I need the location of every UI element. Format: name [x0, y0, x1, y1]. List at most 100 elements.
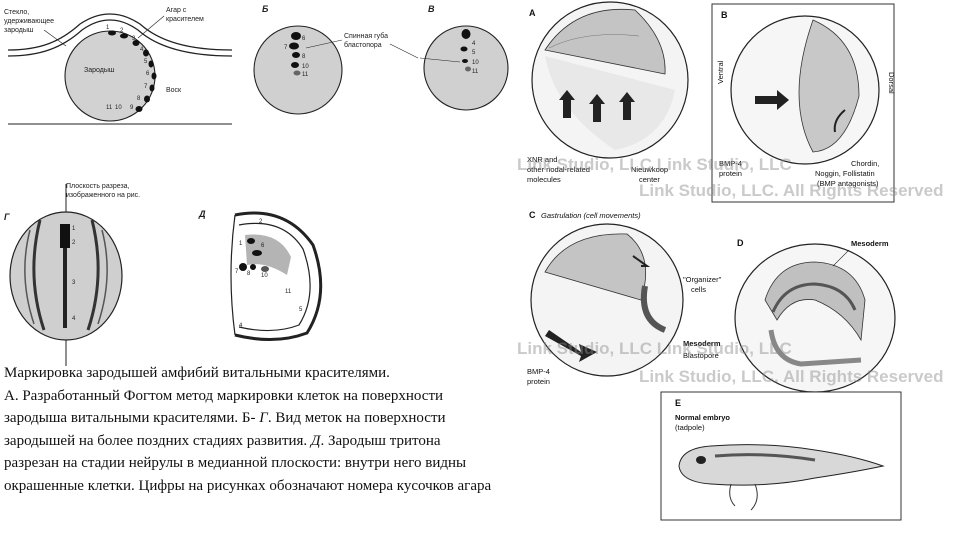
svg-text:8: 8	[137, 96, 141, 102]
panel-b-embryo: Б 6 7 8 10 11 Спинная губа бластопора	[253, 4, 419, 115]
right-figure: A XNR and other nodal-related molecules …	[517, 1, 943, 521]
label-bmp-2: protein	[719, 169, 742, 178]
panel-d-section: Д 1 2 4 5 6 7 8 10 11	[198, 209, 323, 342]
right-panel-e-letter: E	[675, 398, 681, 408]
svg-text:10: 10	[115, 105, 122, 111]
svg-text:6: 6	[302, 36, 306, 42]
svg-text:6: 6	[146, 71, 150, 77]
label-lip-2: бластопора	[344, 41, 382, 49]
mark-numbers: 1 2 3 4 5 6 7 8 9 10 11	[106, 25, 150, 111]
watermark-mid: Link Studio, LLC Link Studio, LLC	[517, 339, 792, 358]
right-panel-d: D Mesoderm	[734, 238, 896, 393]
label-chordin-3: (BMP antagonists)	[817, 179, 879, 188]
svg-text:7: 7	[235, 269, 239, 275]
label-wax: Воск	[166, 87, 182, 94]
label-bmp-1: BMP-4	[719, 159, 742, 168]
svg-text:9: 9	[130, 105, 134, 111]
svg-text:10: 10	[472, 60, 479, 66]
watermark-top: Link Studio, LLC Link Studio, LLC	[517, 155, 792, 174]
svg-text:4: 4	[239, 323, 243, 329]
label-plane-2: изображенного на рис. Д	[66, 191, 140, 199]
caption-line-1: Маркировка зародышей амфибий витальными …	[4, 365, 390, 381]
caption-part-d: . Зародыш тритона разрезан на стадии ней…	[4, 432, 492, 494]
label-bmp-c-1: BMP-4	[527, 367, 550, 376]
caption-part-b: . Вид меток на поверхности зародышей на …	[4, 410, 446, 449]
label-chordin-2: Noggin, Follistatin	[815, 169, 875, 178]
label-xnr-3: molecules	[527, 175, 561, 184]
svg-text:1: 1	[239, 241, 243, 247]
svg-text:5: 5	[299, 307, 303, 313]
svg-text:7: 7	[284, 45, 288, 51]
right-panel-b-letter: B	[721, 10, 728, 20]
label-organizer-1: "Organizer"	[683, 275, 722, 284]
label-dorsal: Dorsal	[887, 72, 896, 94]
label-nieuwkoop-1: Nieuwkoop	[631, 165, 668, 174]
svg-text:3: 3	[72, 280, 76, 286]
svg-text:5: 5	[144, 59, 148, 65]
right-panel-b: B Ventral Dorsal BMP-4 protein Chordin, …	[711, 3, 896, 203]
label-nieuwkoop-2: center	[639, 175, 660, 184]
label-holding: удерживающее	[4, 18, 54, 25]
svg-text:4: 4	[140, 47, 144, 53]
up-arrows	[559, 90, 635, 122]
right-panel-c-letter: C	[529, 210, 536, 220]
right-panel-e: E Normal embryo (tadpole)	[660, 391, 902, 521]
mark-numbers: 1 2 3 4	[72, 226, 76, 322]
mark-numbers: 1 2 4 5 6 7 8 10 11	[235, 219, 303, 329]
panel-g-neurula: Г Плоскость разреза, изображенного на ри…	[4, 183, 140, 366]
label-organizer-2: cells	[691, 285, 706, 294]
svg-text:2: 2	[72, 240, 76, 246]
svg-text:11: 11	[472, 69, 479, 75]
svg-text:1: 1	[72, 226, 76, 232]
label-mesoderm-d: Mesoderm	[851, 239, 889, 248]
mark-numbers: 4 5 10 11	[472, 41, 479, 75]
panel-v-letter: В	[428, 4, 435, 14]
label-mesoderm-c: Mesoderm	[683, 339, 721, 348]
label-lip-1: Спинная губа	[344, 32, 388, 40]
caption-letter-d: Д	[310, 432, 321, 449]
svg-text:2: 2	[259, 219, 263, 225]
panel-v-embryo: В 4 5 10 11	[420, 4, 509, 111]
right-panel-d-letter: D	[737, 238, 744, 248]
label-gastrulation: Gastrulation (cell movements)	[541, 211, 641, 220]
svg-text:8: 8	[247, 271, 251, 277]
panel-a-vogt-marking: Стекло, удерживающее зародыш Агар с крас…	[4, 7, 233, 125]
svg-text:10: 10	[261, 273, 268, 279]
svg-text:7: 7	[144, 84, 148, 90]
svg-text:5: 5	[472, 50, 476, 56]
caption-letter-g: Г	[259, 410, 268, 426]
mark-numbers: 6 7 8 10 11	[284, 36, 309, 78]
caption-part-a: А. Разработанный Фогтом метод маркировки…	[4, 387, 444, 427]
svg-text:2: 2	[120, 28, 124, 34]
svg-text:11: 11	[106, 105, 113, 111]
svg-text:10: 10	[302, 64, 309, 70]
right-panel-a-letter: A	[529, 8, 536, 18]
label-embryo: Зародыш	[84, 67, 115, 74]
label-xnr-1: XNR and	[527, 155, 557, 164]
right-panel-c: C Gastrulation (cell movements) "Organiz…	[527, 210, 722, 386]
figure-caption: Маркировка зародышей амфибий витальными …	[4, 362, 494, 497]
panel-d-letter: Д	[198, 209, 206, 219]
svg-text:1: 1	[106, 25, 110, 31]
label-agar: Агар с	[166, 7, 187, 14]
svg-text:11: 11	[302, 72, 309, 78]
panel-g-letter: Г	[4, 212, 10, 222]
label-glass: Стекло,	[4, 9, 29, 16]
watermark-top-2: Link Studio, LLC. All Rights Reserved	[639, 181, 943, 200]
label-embryo-line: зародыш	[4, 27, 34, 34]
svg-text:6: 6	[261, 243, 265, 249]
svg-text:3: 3	[132, 36, 136, 42]
svg-text:4: 4	[472, 41, 476, 47]
label-chordin-1: Chordin,	[851, 159, 879, 168]
label-blastopore: Blastopore	[683, 351, 719, 360]
label-bmp-c-2: protein	[527, 377, 550, 386]
label-ventral: Ventral	[716, 60, 725, 84]
right-panel-a: A XNR and other nodal-related molecules …	[527, 1, 689, 184]
label-xnr-2: other nodal-related	[527, 165, 590, 174]
label-dye: красителем	[166, 16, 204, 23]
svg-text:8: 8	[302, 54, 306, 60]
label-plane-1: Плоскость разреза,	[66, 183, 130, 190]
label-normal-embryo: Normal embryo	[675, 413, 730, 422]
label-tadpole: (tadpole)	[675, 423, 705, 432]
svg-text:11: 11	[285, 289, 292, 295]
